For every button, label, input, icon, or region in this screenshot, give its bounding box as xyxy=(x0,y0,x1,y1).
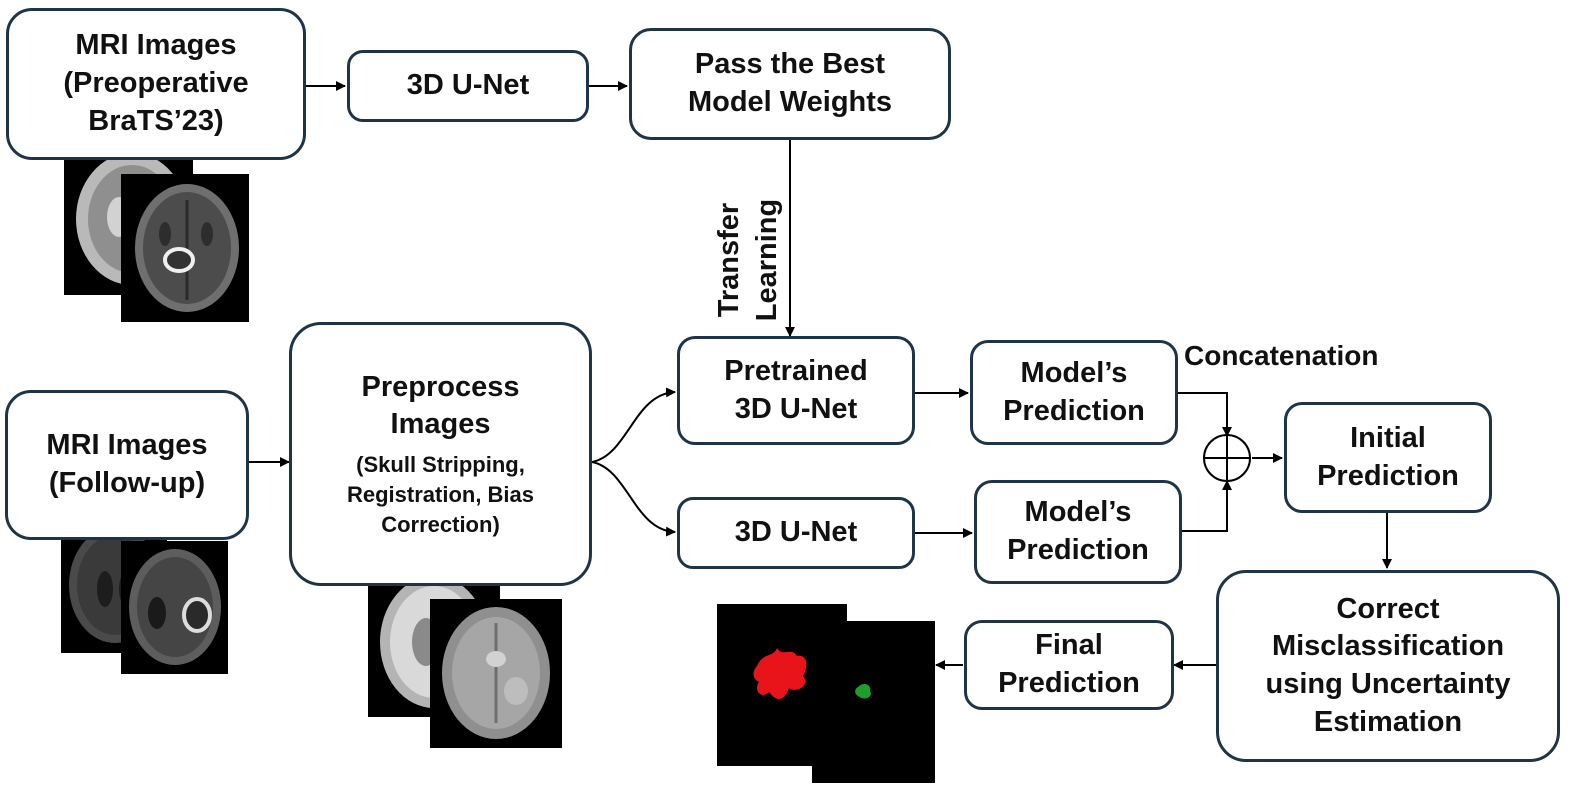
segmentation-output-green xyxy=(812,621,935,783)
line-pred-bottom-to-concat xyxy=(1182,480,1232,532)
line-pred-top-to-concat xyxy=(1178,392,1232,437)
node-mri-preoperative: MRI Images (Preoperative BraTS’23) xyxy=(6,8,306,160)
concat-symbol xyxy=(1203,434,1251,482)
node-pretrained-line-2: 3D U-Net xyxy=(734,392,858,425)
node-final-line-1: Final xyxy=(1035,629,1103,662)
node-preprocess: Preprocess Images (Skull Stripping, Regi… xyxy=(289,322,592,586)
node-pretrained-line-1: Pretrained xyxy=(724,354,868,387)
arrow-preprocess-to-unet xyxy=(591,461,676,537)
transfer-learning-line-2: Learning xyxy=(751,198,783,322)
concatenation-label: Concatenation xyxy=(1184,340,1379,371)
node-preprocess-step-3: Correction) xyxy=(381,511,500,537)
node-correct-line-2: Misclassification xyxy=(1271,630,1505,663)
node-pretrained-unet: Pretrained 3D U-Net xyxy=(677,336,915,445)
node-preprocess-step-1: (Skull Stripping, xyxy=(356,452,525,478)
node-mri-preoperative-line-2: (Preoperative xyxy=(63,67,249,100)
node-prediction-bottom-line-1: Model’s xyxy=(1024,496,1132,529)
green-lesion xyxy=(855,684,871,699)
node-correct-line-1: Correct xyxy=(1336,592,1440,625)
node-preprocess-title-1: Preprocess xyxy=(361,370,520,403)
node-mri-followup-line-2: (Follow-up) xyxy=(48,467,206,499)
transfer-learning-label: Transfer Learning xyxy=(710,110,790,410)
node-initial-prediction: Initial Prediction xyxy=(1284,402,1492,513)
node-initial-line-1: Initial xyxy=(1350,421,1426,454)
node-3d-unet-bottom: 3D U-Net xyxy=(677,497,915,569)
node-mri-followup-line-1: MRI Images xyxy=(46,429,208,462)
node-prediction-bottom: Model’s Prediction xyxy=(974,480,1182,584)
node-3d-unet-top: 3D U-Net xyxy=(347,50,589,122)
arrows xyxy=(249,81,1392,670)
node-pass-weights-line-1: Pass the Best xyxy=(694,48,886,81)
node-final-prediction: Final Prediction xyxy=(964,620,1174,710)
node-mri-preoperative-line-3: BraTS’23) xyxy=(88,104,224,137)
node-preprocess-steps: (Skull Stripping, Registration, Bias Cor… xyxy=(347,450,534,539)
node-initial-line-2: Prediction xyxy=(1317,459,1459,492)
node-preprocess-step-2: Registration, Bias xyxy=(346,481,535,507)
node-3d-unet-bottom-label: 3D U-Net xyxy=(734,516,858,549)
node-final-line-2: Prediction xyxy=(998,667,1140,699)
node-correct-misclassification: Correct Misclassification using Uncertai… xyxy=(1216,570,1560,762)
node-pass-weights-line-2: Model Weights xyxy=(687,86,893,118)
node-correct-line-4: Estimation xyxy=(1313,705,1463,738)
node-prediction-top: Model’s Prediction xyxy=(970,340,1178,445)
node-correct-line-3: using Uncertainty xyxy=(1265,668,1511,700)
arrow-preprocess-to-pretrained xyxy=(591,387,676,463)
node-prediction-bottom-line-2: Prediction xyxy=(1007,534,1149,566)
red-lesion xyxy=(753,648,807,699)
node-pass-weights: Pass the Best Model Weights xyxy=(629,28,951,140)
preprocessed-image-2 xyxy=(430,599,562,748)
mri-followup-image-2 xyxy=(121,541,228,674)
node-prediction-top-line-1: Model’s xyxy=(1020,356,1128,389)
transfer-learning-line-1: Transfer xyxy=(713,202,745,318)
node-prediction-top-line-2: Prediction xyxy=(1003,394,1145,427)
mri-preop-image-2 xyxy=(121,174,249,322)
node-mri-preoperative-line-1: MRI Images xyxy=(75,29,237,62)
node-preprocess-title-2: Images xyxy=(390,408,491,441)
node-mri-followup: MRI Images (Follow-up) xyxy=(5,390,249,540)
node-3d-unet-top-label: 3D U-Net xyxy=(406,69,530,102)
